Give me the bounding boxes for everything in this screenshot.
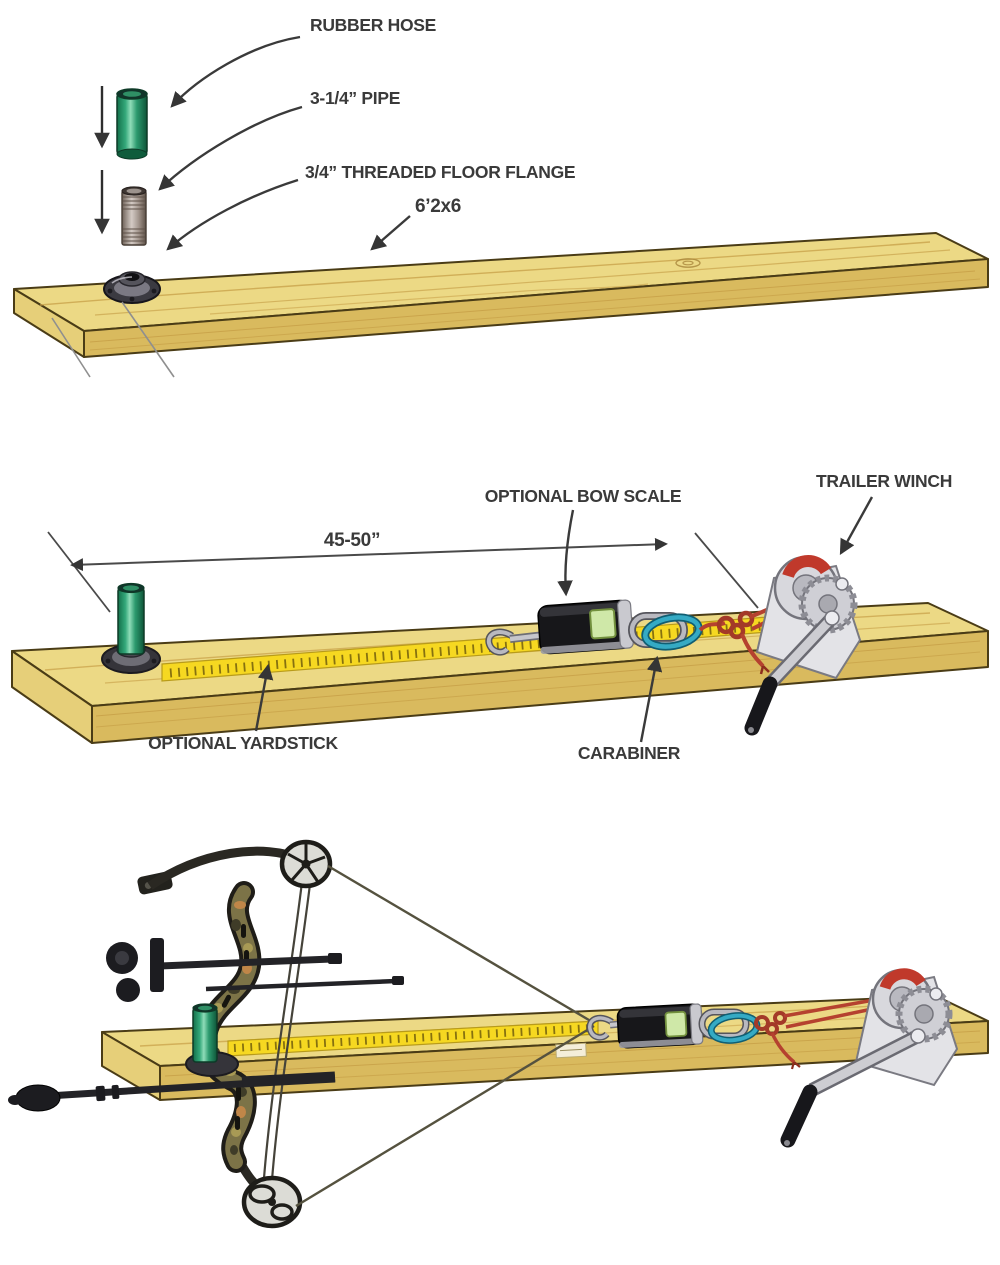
label-rubber-hose: RUBBER HOSE [310,15,436,35]
label-carabiner: CARABINER [578,743,681,763]
top-cam [279,839,333,889]
bow-scale [586,1003,750,1049]
carabiner [641,613,703,651]
floor-flange [103,271,161,304]
thin-leader [121,301,175,378]
board-2x6 [13,232,989,358]
label-trailer-winch: TRAILER WINCH [816,471,952,491]
bow-sight [106,938,342,1002]
compound-bow [8,839,595,1229]
label-pipe: 3-1/4” PIPE [310,88,400,108]
trailer-winch [780,968,959,1148]
rubber-hose-part [116,88,148,160]
sight-pin-rod [205,978,397,992]
thin-leader [51,317,91,378]
leader-bow-scale [557,509,575,597]
bottom-cam [241,1175,303,1229]
stabilizer [8,1071,336,1112]
bow-scale [485,599,688,656]
leader-yardstick [254,663,274,732]
bottom-panel [8,839,989,1229]
top-panel: RUBBER HOSE 3-1/4” PIPE 3/4” THREADED FL… [13,15,989,378]
rope [754,998,878,1070]
bow-string-top [327,864,595,1025]
bow-string-bottom [295,1024,595,1208]
label-bow-scale: OPTIONAL BOW SCALE [485,486,682,506]
leader-pipe [158,105,303,191]
dimension-text: 45-50” [324,530,380,551]
pipe-post [185,1003,239,1077]
trailer-winch [744,555,862,736]
pin-rod-end [392,976,404,985]
label-floor-flange: 3/4” THREADED FLOOR FLANGE [305,162,575,182]
pipe-post [101,582,161,674]
leader-board [370,215,411,251]
middle-panel: 45-50” OPTIONAL BOW SCALE TRAILER WINCH … [11,471,989,763]
threaded-pipe-part [121,186,147,246]
leader-trailer-winch [839,496,874,556]
label-board: 6’2x6 [415,196,461,217]
dimension-45-50: 45-50” [47,530,759,613]
leader-carabiner [639,655,663,743]
label-yardstick: OPTIONAL YARDSTICK [148,733,338,753]
leader-rubber-hose [170,35,301,108]
leader-floor-flange [166,178,299,251]
